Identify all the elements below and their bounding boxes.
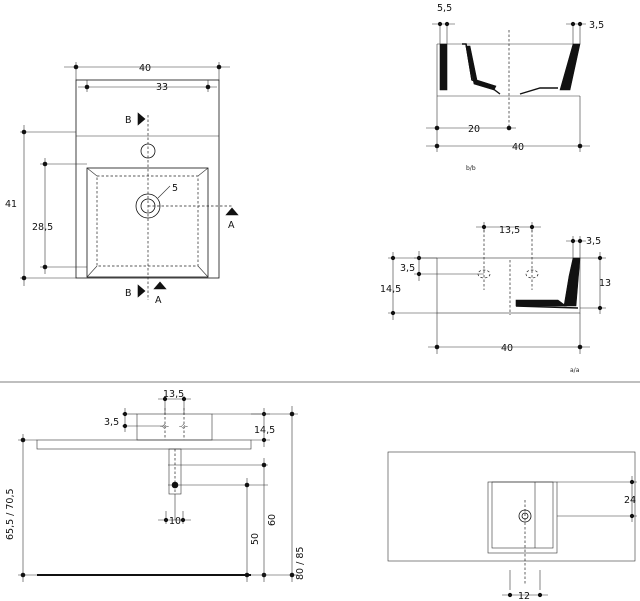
dim-10: 10 bbox=[169, 516, 181, 527]
dim-40-bb: 40 bbox=[512, 142, 524, 153]
dim-33: 33 bbox=[156, 82, 168, 93]
dim-3-5-aa-right: 3,5 bbox=[586, 236, 601, 247]
svg-text:-◇-: -◇- bbox=[179, 423, 188, 430]
dim-60: 60 bbox=[267, 514, 278, 526]
dim-13-aa: 13 bbox=[599, 278, 611, 289]
side-view: -◇- -◇- 13,5 3,5 14,5 bbox=[5, 389, 306, 582]
label-a-bottom: A bbox=[155, 295, 162, 306]
front-drain-outer bbox=[518, 509, 532, 523]
dim-14-5-side: 14,5 bbox=[254, 425, 275, 436]
svg-text:-◇-: -◇- bbox=[160, 423, 169, 430]
dim-12: 12 bbox=[518, 591, 530, 601]
section-bb: 5,5 3,5 20 40 b/b bbox=[426, 3, 604, 172]
label-a-right: A bbox=[228, 220, 235, 231]
bowl-inner bbox=[96, 175, 199, 267]
dim-24: 24 bbox=[624, 495, 636, 506]
dim-40-aa: 40 bbox=[501, 343, 513, 354]
caption-bb: b/b bbox=[466, 165, 476, 172]
caption-aa: a/a bbox=[570, 367, 580, 374]
dim-65-70: 65,5 / 70,5 bbox=[5, 488, 16, 540]
dim-5-5: 5,5 bbox=[437, 3, 452, 14]
dim-3-5-bb: 3,5 bbox=[589, 20, 604, 31]
basin-outline bbox=[75, 79, 220, 279]
front-view: 24 12 bbox=[387, 451, 637, 601]
dim-13-5-side: 13,5 bbox=[163, 389, 184, 400]
dim-3-5-side: 3,5 bbox=[104, 417, 119, 428]
dim-5: 5 bbox=[172, 183, 178, 194]
dim-40-top: 40 bbox=[139, 63, 151, 74]
bowl-outer bbox=[86, 167, 209, 278]
label-b-top: B bbox=[125, 115, 132, 126]
dim-28-5: 28,5 bbox=[32, 222, 53, 233]
dim-3-5-aa-left: 3,5 bbox=[400, 263, 415, 274]
section-aa: 13,5 3,5 3,5 14,5 13 40 a/ bbox=[380, 222, 611, 374]
dim-20: 20 bbox=[468, 124, 480, 135]
dim-50: 50 bbox=[250, 533, 261, 545]
dim-80-85: 80 / 85 bbox=[295, 547, 306, 580]
dim-14-5-aa: 14,5 bbox=[380, 284, 401, 295]
label-b-bottom: B bbox=[125, 288, 132, 299]
dim-41: 41 bbox=[5, 199, 17, 210]
dim-13-5-aa: 13,5 bbox=[499, 225, 520, 236]
front-drain-inner bbox=[521, 512, 529, 520]
top-view: 5 40 33 41 28,5 B B bbox=[5, 62, 239, 306]
